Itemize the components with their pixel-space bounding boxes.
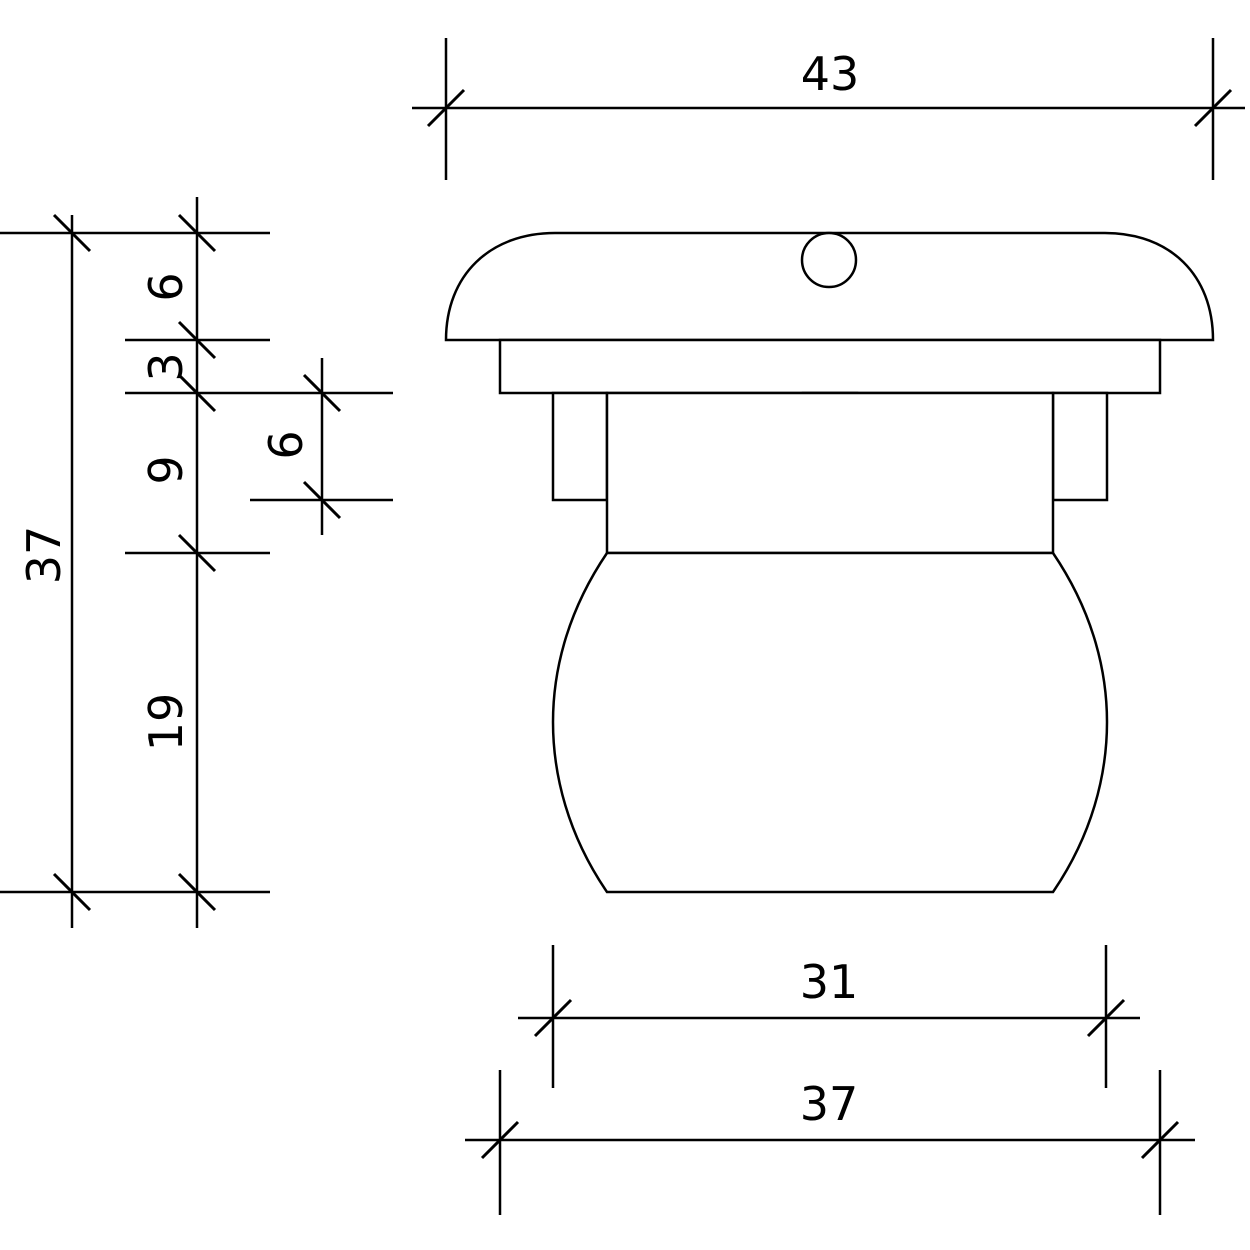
dimension-label: 37 (800, 1077, 859, 1131)
dimension-base-width: 37 (465, 1070, 1195, 1215)
dimension-label: 3 (139, 352, 193, 381)
tab-left (551, 391, 609, 502)
dimension-label: 19 (139, 693, 193, 752)
dimension-total-height: 37 (0, 213, 270, 928)
dimension-bulb-width: 31 (518, 945, 1140, 1088)
flange (498, 338, 1162, 395)
dimension-label: 37 (17, 526, 71, 585)
dimension-label: 9 (139, 455, 193, 484)
dimension-height-chain: 6 3 9 19 (125, 197, 393, 928)
tab-right (1051, 391, 1109, 502)
dimension-top-width: 43 (412, 38, 1245, 180)
neck (605, 391, 1055, 555)
bulb (551, 551, 1109, 894)
part-outline (444, 231, 1215, 894)
dimension-tab-height: 6 (250, 358, 393, 535)
dimension-label: 43 (801, 47, 860, 101)
cap-hole (800, 231, 858, 289)
dimension-label: 6 (139, 272, 193, 301)
dimension-label: 6 (259, 430, 313, 459)
dimension-label: 31 (800, 955, 859, 1009)
